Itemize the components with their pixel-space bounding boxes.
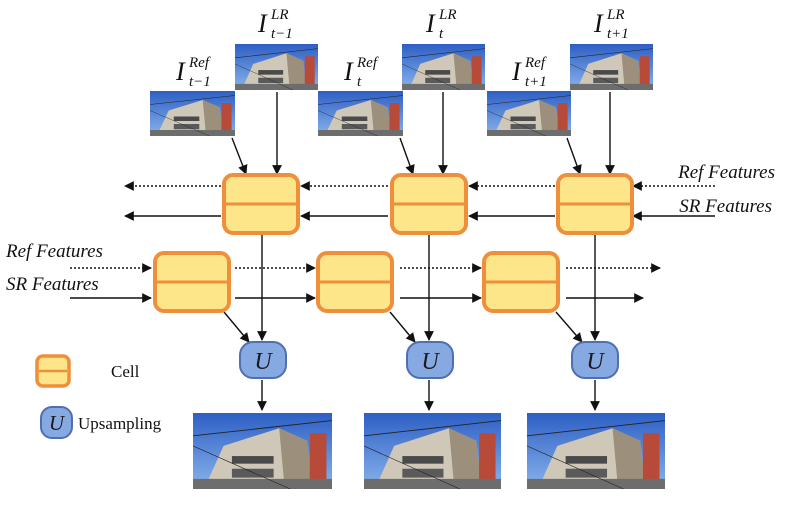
svg-text:LR: LR	[438, 7, 457, 23]
svg-text:I: I	[425, 9, 436, 38]
output-image-t-plus-1	[527, 413, 665, 489]
cell-forward-t-plus-1	[482, 251, 560, 313]
lr-image-t-minus-1	[235, 44, 318, 90]
legend-upsampling-icon: U	[40, 406, 73, 439]
cell-backward-t	[390, 173, 468, 235]
lr-label-t-plus-1: I LR t+1	[593, 7, 629, 42]
svg-text:t: t	[439, 26, 444, 42]
cell-backward-t-minus-1	[222, 173, 300, 235]
upsample-block-t-plus-1: U	[571, 341, 619, 379]
cell-forward-t	[316, 251, 394, 313]
output-image-t-minus-1	[193, 413, 332, 489]
ref-image-t	[318, 91, 403, 136]
legend-upsampling-label: Upsampling	[78, 414, 162, 433]
svg-text:I: I	[593, 9, 604, 38]
legend-cell-icon	[35, 354, 71, 388]
ref-label-t-plus-1: I Ref t+1	[511, 55, 547, 90]
svg-text:Ref: Ref	[188, 55, 211, 71]
svg-text:U: U	[586, 349, 605, 375]
svg-text:t+1: t+1	[525, 74, 547, 90]
ref-image-t-plus-1	[487, 91, 571, 136]
forward-sr-features-label: SR Features	[6, 274, 99, 295]
ref-label-t: I Ref t	[343, 55, 379, 90]
arrow-ref-to-cell-t	[399, 137, 415, 175]
svg-text:t+1: t+1	[607, 26, 629, 42]
legend-cell-label: Cell	[111, 362, 140, 381]
svg-text:Ref: Ref	[524, 55, 547, 71]
svg-text:U: U	[254, 349, 273, 375]
lr-label-t-minus-1: I LR t−1	[257, 7, 293, 42]
svg-text:Ref: Ref	[356, 55, 379, 71]
cell-forward-t-minus-1	[153, 251, 231, 313]
ref-image-t-minus-1	[150, 91, 235, 136]
arrow-fwdcell-to-upsample-t-minus-1	[223, 311, 250, 343]
svg-text:t: t	[357, 74, 362, 90]
svg-text:I: I	[257, 9, 268, 38]
svg-text:I: I	[511, 57, 522, 86]
svg-text:U: U	[421, 349, 440, 375]
lr-image-t-plus-1	[570, 44, 653, 90]
cell-backward-t-plus-1	[556, 173, 634, 235]
backward-sr-features-label: SR Features	[679, 196, 772, 217]
ref-label-t-minus-1: I Ref t−1	[175, 55, 211, 90]
svg-text:t−1: t−1	[271, 26, 293, 42]
upsample-block-t-minus-1: U	[239, 341, 287, 379]
lr-label-t: I LR t	[425, 7, 457, 42]
backward-ref-features-label: Ref Features	[677, 162, 775, 183]
svg-text:LR: LR	[606, 7, 625, 23]
arrow-ref-to-cell-t-plus-1	[566, 137, 582, 175]
forward-ref-features-label: Ref Features	[5, 241, 103, 262]
svg-text:LR: LR	[270, 7, 289, 23]
arrow-ref-to-cell-t-minus-1	[231, 137, 248, 175]
svg-text:I: I	[175, 57, 186, 86]
arrow-fwdcell-to-upsample-t-plus-1	[555, 311, 583, 343]
arrow-fwdcell-to-upsample-t	[389, 311, 416, 343]
svg-text:I: I	[343, 57, 354, 86]
svg-text:U: U	[49, 411, 66, 435]
lr-image-t	[402, 44, 485, 90]
output-image-t	[364, 413, 501, 489]
upsample-block-t: U	[406, 341, 454, 379]
svg-text:t−1: t−1	[189, 74, 211, 90]
